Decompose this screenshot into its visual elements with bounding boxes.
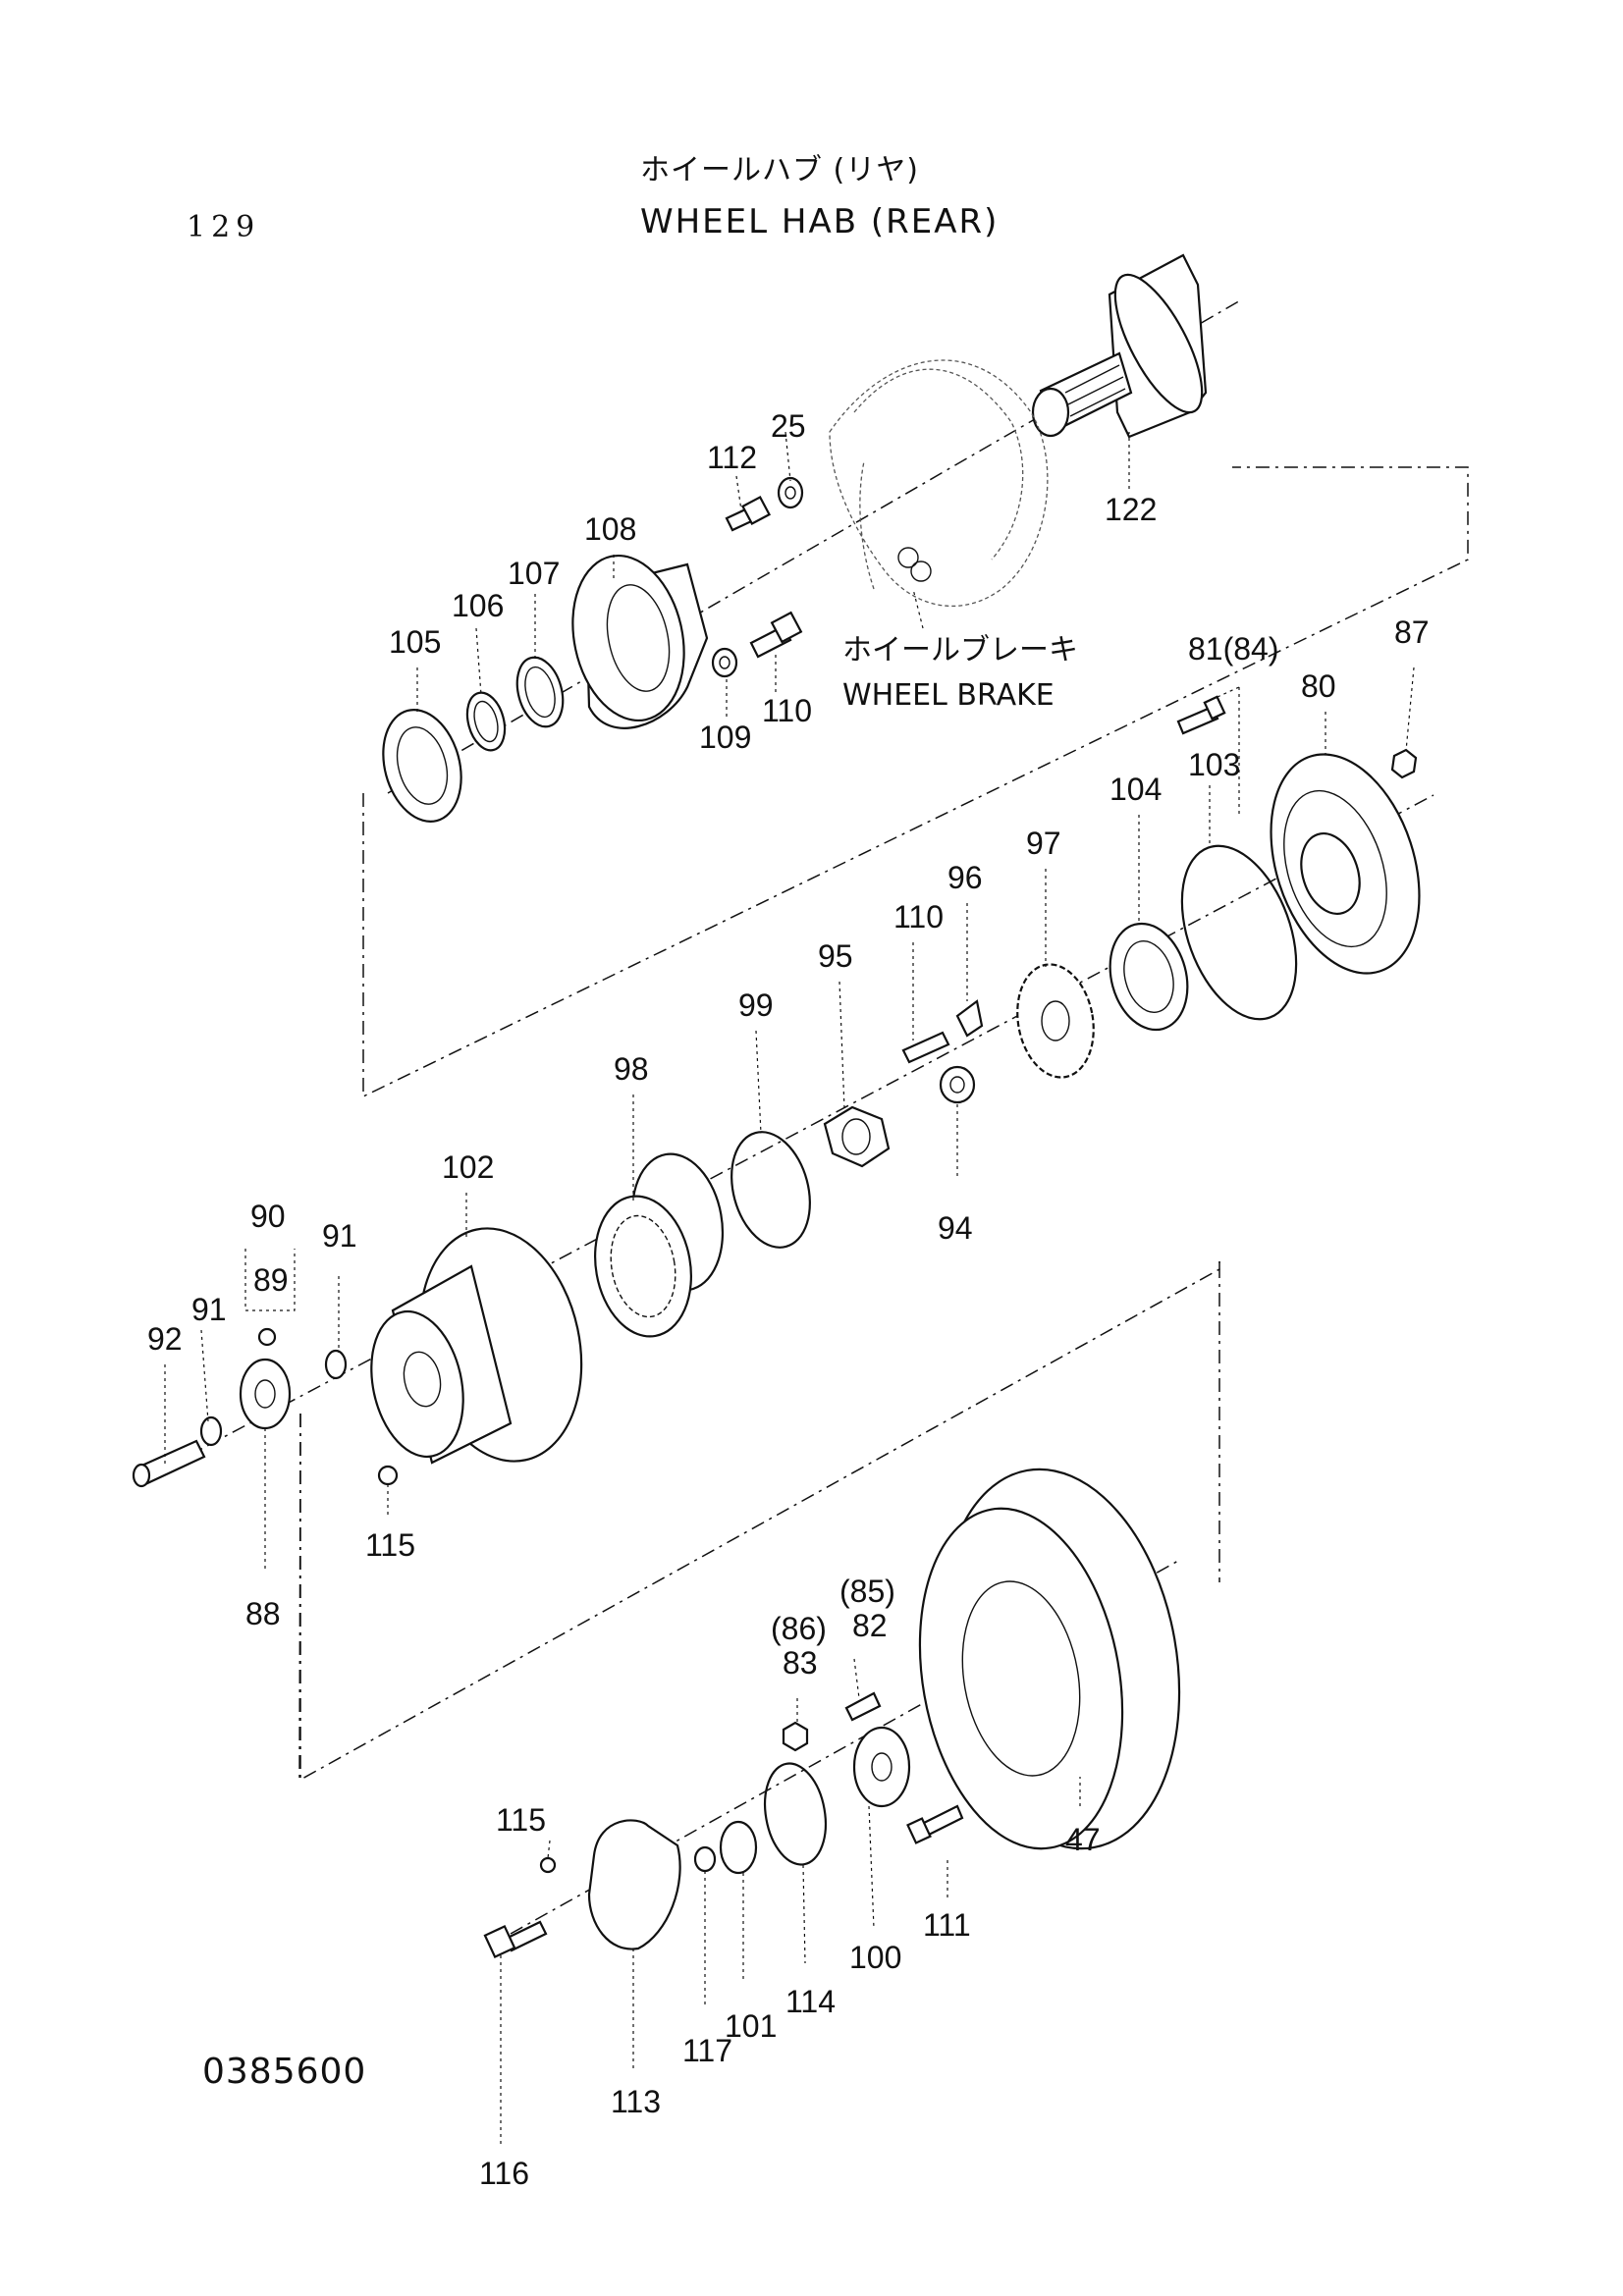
washer-109 [711,647,738,678]
callout-104: 104 [1109,772,1162,807]
callout-80: 80 [1301,668,1336,704]
screw-115-upper [377,1465,399,1486]
pin-92 [132,1439,206,1488]
spline-sleeve-98 [594,1152,725,1338]
ring-114 [764,1762,827,1866]
nut-87 [1390,748,1418,779]
callout-87: 87 [1394,614,1430,650]
washer-25 [777,476,804,509]
callout-110-upper: 110 [762,693,812,728]
stud-82 [844,1691,882,1722]
callout-95: 95 [818,938,853,974]
callout-103: 103 [1188,747,1240,782]
callout-90: 90 [250,1199,286,1234]
callout-122: 122 [1105,492,1157,527]
bolt-110-lower [901,1031,950,1064]
callout-110-lower: 110 [893,899,944,934]
bearing-104 [1109,922,1189,1032]
callout-114: 114 [785,1984,836,2019]
lock-plate-96 [955,999,984,1038]
wheel-brake-label: ホイールブレーキ WHEEL BRAKE [842,633,1078,713]
ring-89 [257,1327,277,1347]
callout-96: 96 [947,860,983,895]
callout-25: 25 [771,408,806,444]
callout-86: (86) [771,1611,827,1646]
callout-108: 108 [584,511,636,547]
seal-106 [465,691,507,752]
seal-107 [515,656,565,728]
callout-109: 109 [699,720,751,755]
axis-lines [156,298,1434,1935]
callout-97: 97 [1026,826,1061,861]
bearing-105 [382,709,462,823]
cover-113 [587,1819,681,1950]
callout-91-right: 91 [322,1218,357,1254]
callout-labels: 25 112 122 108 107 106 105 109 110 81(84… [147,408,1430,2191]
callout-117: 117 [682,2033,732,2068]
bolt-111 [906,1804,964,1844]
title-english: WHEEL HAB (REAR) [640,202,1000,241]
gear-100 [852,1726,911,1808]
gear-88 [239,1358,292,1430]
bolt-116 [483,1920,548,1958]
callout-98: 98 [614,1051,649,1087]
stud-81 [1176,695,1226,735]
nut-95 [823,1105,891,1168]
assembly-frames [298,466,1469,1782]
bolt-112 [725,495,772,532]
callout-82: 82 [852,1608,888,1643]
ring-99 [730,1131,811,1249]
washer-94 [939,1065,976,1104]
page-number: 129 [187,210,261,244]
callout-106: 106 [452,588,504,623]
axle-shaft [1031,253,1208,439]
callout-85: (85) [839,1574,895,1609]
callout-83: 83 [783,1645,818,1681]
screw-115-lower [539,1856,557,1874]
callout-99: 99 [738,988,774,1023]
callout-116: 116 [479,2156,529,2191]
callout-94: 94 [938,1210,973,1246]
callout-107: 107 [508,556,560,591]
wheel-brake-label-jp: ホイールブレーキ [842,633,1078,667]
ring-101 [719,1820,758,1875]
bolt-110-upper [749,611,803,659]
leader-lines [164,431,1415,2145]
callout-112: 112 [707,440,757,475]
callout-88: 88 [245,1596,281,1631]
callout-100: 100 [849,1940,901,1975]
callout-113: 113 [611,2084,661,2119]
callout-102: 102 [442,1149,494,1185]
housing-102 [370,1227,583,1465]
callout-101: 101 [725,2008,777,2044]
wheel-brake-assembly [829,359,1049,608]
wheel-brake-label-en: WHEEL BRAKE [842,678,1055,713]
callout-91-left: 91 [191,1292,227,1327]
callout-115-upper: 115 [365,1527,415,1563]
callout-92: 92 [147,1321,183,1357]
gear-97 [1016,963,1095,1079]
callout-81-84: 81(84) [1188,631,1279,667]
callout-111: 111 [923,1907,971,1943]
washer-91-left [199,1415,223,1447]
callout-89: 89 [253,1262,289,1298]
callout-105: 105 [389,624,441,660]
flange-108 [571,554,709,729]
hub-80 [1270,753,1421,975]
callout-115-lower: 115 [496,1802,546,1838]
callout-47: 47 [1065,1822,1101,1857]
nut-83 [782,1721,809,1752]
spacer-117 [693,1845,717,1873]
o-ring-103 [1180,844,1298,1021]
washer-91-right [324,1349,348,1380]
title-japanese: ホイールハブ (リヤ) [640,153,919,187]
brake-drum-47 [918,1468,1181,1850]
drawing-number: 0385600 [202,2052,367,2092]
